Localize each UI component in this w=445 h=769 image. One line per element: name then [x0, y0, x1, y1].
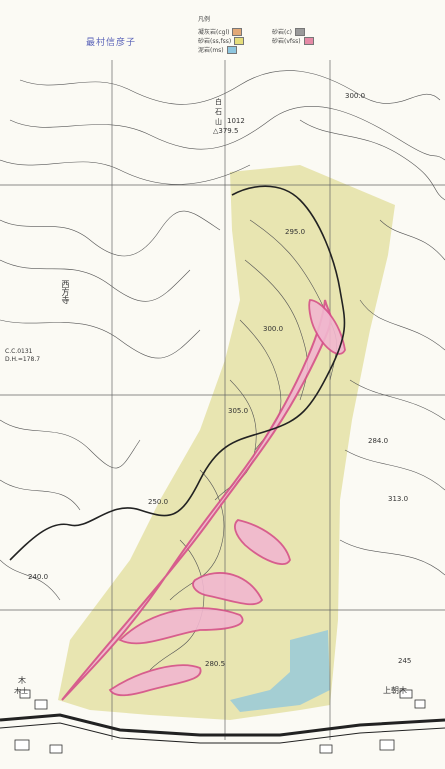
legend-swatch	[294, 27, 305, 36]
legend-item-ss: 砂岩(ss,fss)	[198, 36, 245, 45]
handwritten-note: 最村信彦子	[86, 38, 137, 48]
legend-item-ms: 泥岩(ms)	[198, 45, 237, 54]
vfss-lens-3	[118, 607, 244, 645]
summit-label-2: 石	[215, 108, 222, 116]
vfss-lens-1	[234, 519, 291, 565]
elevation-label: 280.5	[205, 660, 226, 668]
river	[9, 185, 346, 561]
legend-item-vfss: 砂岩(vfss)	[272, 36, 314, 45]
legend-swatch	[303, 36, 314, 45]
legend-swatch	[234, 36, 245, 45]
legend-item-c: 砂岩(c)	[272, 27, 305, 36]
elevation-label: 250.0	[148, 498, 169, 506]
survey-point-label: C.C.0131	[5, 348, 33, 355]
legend: 凡例 凝灰岩(cgl) 砂岩(c) 砂岩(ss,fss) 砂岩(vfss) 泥岩…	[192, 10, 342, 54]
elevation-label: 300.0	[345, 92, 366, 100]
place-label-west: 西方寺	[61, 280, 70, 304]
elevation-label: 305.0	[228, 407, 249, 415]
place-label-east: 上朝木	[383, 686, 407, 695]
place-label-sw: 木	[18, 676, 26, 685]
elevation-label: 313.0	[388, 495, 409, 503]
legend-header: 凡例	[198, 16, 211, 23]
vfss-lens-2	[192, 572, 264, 606]
elevation-label: 295.0	[285, 228, 306, 236]
elevation-label: 284.0	[368, 437, 389, 445]
summit-label-1: 白	[215, 98, 222, 106]
elevation-label: 300.0	[263, 325, 284, 333]
vfss-band	[61, 299, 332, 701]
legend-swatch	[232, 27, 243, 36]
summit-label-3: 山	[215, 118, 222, 126]
buildings	[14, 689, 426, 754]
elevation-label: 245	[398, 657, 412, 665]
vfss-lens-4	[108, 664, 202, 697]
summit-code: 1012	[227, 117, 245, 125]
summit-elevation: △379.5	[213, 127, 239, 135]
vfss-lens-5	[308, 299, 346, 355]
road	[0, 713, 445, 737]
mudstone-area	[230, 630, 330, 712]
legend-item-cgl: 凝灰岩(cgl)	[198, 27, 243, 36]
survey-point-label: D.H.=178.7	[5, 356, 41, 363]
elevation-label: 240.0	[28, 573, 49, 581]
place-label-sw2: 木土	[14, 687, 28, 695]
legend-swatch	[226, 45, 237, 54]
